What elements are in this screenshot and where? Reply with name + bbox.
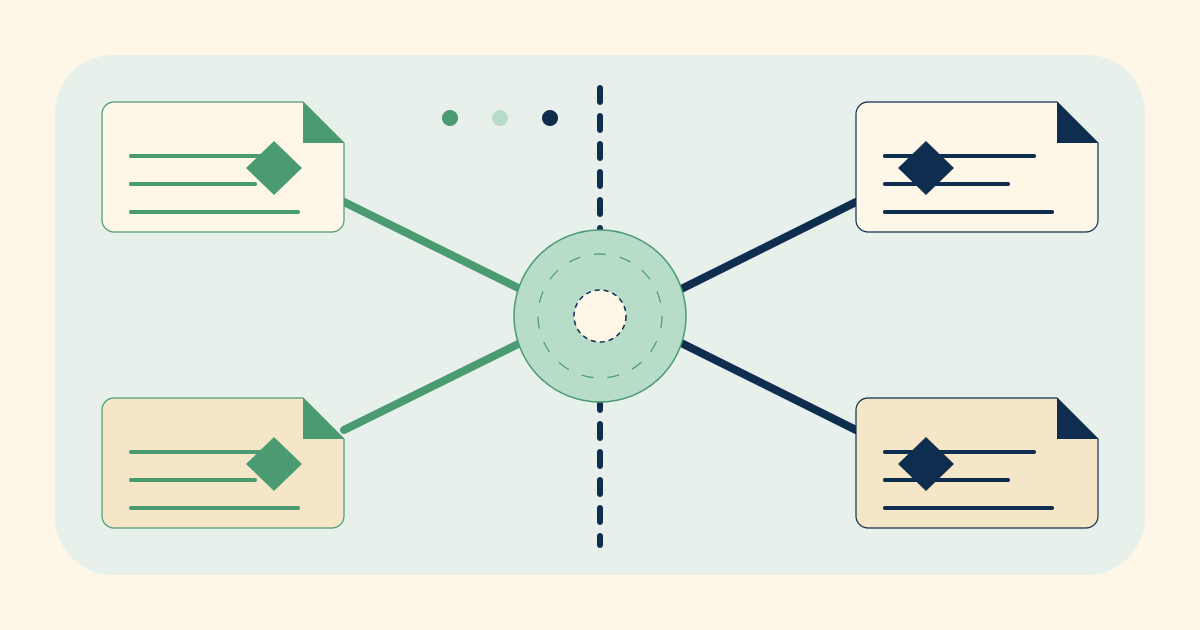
hub-center bbox=[573, 289, 627, 343]
diamond-icon bbox=[246, 141, 302, 195]
diamond-icon bbox=[898, 141, 954, 195]
folded-corner-icon bbox=[303, 102, 344, 143]
status-dot-light-green bbox=[492, 110, 508, 126]
status-dot-green bbox=[442, 110, 458, 126]
folded-corner-icon bbox=[303, 398, 344, 439]
diamond-icon bbox=[246, 437, 302, 491]
diamond-icon bbox=[898, 437, 954, 491]
card-top-left bbox=[101, 101, 345, 233]
target-hub-icon bbox=[513, 229, 687, 403]
card-top-right bbox=[855, 101, 1099, 233]
folded-corner-icon bbox=[1057, 398, 1098, 439]
hub-dashed-ring bbox=[537, 253, 663, 379]
card-bottom-right bbox=[855, 397, 1099, 529]
status-dot-navy bbox=[542, 110, 558, 126]
three-dots-icon bbox=[442, 110, 558, 126]
folded-corner-icon bbox=[1057, 102, 1098, 143]
card-bottom-left bbox=[101, 397, 345, 529]
